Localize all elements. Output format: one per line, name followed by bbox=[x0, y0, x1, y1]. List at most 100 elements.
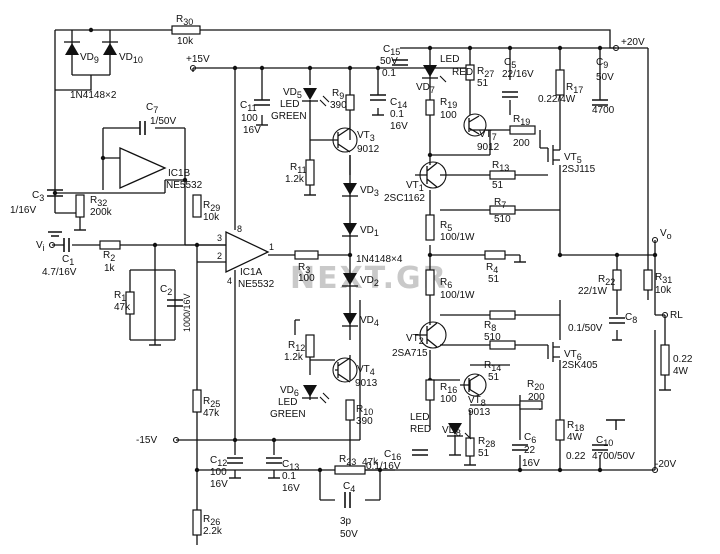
label-r28-val: 51 bbox=[478, 448, 490, 459]
label-c13-val1: 0.1 bbox=[282, 471, 296, 482]
label-vd5: VD5 bbox=[283, 87, 302, 100]
label-c11-val2: 16V bbox=[243, 125, 261, 136]
label-r22: R22 bbox=[598, 274, 615, 287]
label-c16-val: 0.1/16V bbox=[366, 461, 401, 472]
label-vd8: VD8 bbox=[442, 425, 461, 438]
label-c8: C8 bbox=[625, 312, 637, 325]
label-r23-val: 47k bbox=[362, 457, 379, 468]
label-r20-val: 200 bbox=[528, 392, 545, 403]
label-r13-val: 51 bbox=[492, 180, 504, 191]
label-r8-val: 510 bbox=[484, 332, 501, 343]
label-r7-val: 510 bbox=[494, 214, 511, 225]
label-r14-val: 51 bbox=[488, 372, 500, 383]
label-r32: R32 bbox=[90, 195, 107, 208]
label-vt1-part: 2SC1162 bbox=[384, 193, 425, 204]
label-r19a: R19 bbox=[440, 97, 457, 110]
label-r27-val: 51 bbox=[477, 78, 489, 89]
label-r4-val: 51 bbox=[488, 274, 500, 285]
ic1a-name: IC1A bbox=[240, 267, 263, 278]
label-c13: C13 bbox=[282, 459, 299, 472]
label-r26-val: 2.2k bbox=[203, 526, 223, 537]
label-vd8-color: RED bbox=[410, 424, 431, 435]
label-c9: C9 bbox=[596, 57, 608, 70]
label-c4-val1: 3p bbox=[340, 516, 352, 527]
label-c9-val2: 4700 bbox=[592, 105, 615, 116]
label-r30-val: 10k bbox=[177, 36, 194, 47]
label-c12-val2: 16V bbox=[210, 479, 228, 490]
label-plus20: +20V bbox=[621, 37, 645, 48]
label-vd7-type: LED bbox=[440, 54, 459, 65]
label-vt2: VT2 bbox=[406, 333, 424, 346]
label-minus15: -15V bbox=[136, 435, 157, 446]
label-r26: R26 bbox=[203, 514, 220, 527]
label-vd10: VD10 bbox=[119, 52, 143, 65]
label-c1-val: 4.7/16V bbox=[42, 267, 77, 278]
label-vt5: VT5 bbox=[564, 152, 582, 165]
label-vd8-type: LED bbox=[410, 412, 429, 423]
labels: +15V +20V -15V -20V Vi Vo RL IC1B NE5532… bbox=[10, 14, 693, 540]
pin-1: 1 bbox=[269, 242, 274, 252]
label-vt6: VT6 bbox=[564, 349, 582, 362]
label-r5: R5 bbox=[440, 220, 452, 233]
pin-3: 3 bbox=[217, 233, 222, 243]
label-r19a-val: 100 bbox=[440, 110, 457, 121]
label-c6-val2: 16V bbox=[522, 458, 540, 469]
label-c4: C4 bbox=[343, 481, 355, 494]
label-r25-val: 47k bbox=[203, 408, 220, 419]
watermark: NEXT.GR bbox=[290, 261, 448, 296]
label-vd5-color: GREEN bbox=[271, 111, 307, 122]
label-c11: C11 bbox=[240, 100, 257, 113]
label-rload-val1: 0.22 bbox=[673, 354, 693, 365]
label-r9: R9 bbox=[332, 88, 344, 101]
label-c1: C1 bbox=[62, 254, 74, 267]
label-r6-val: 100/1W bbox=[440, 290, 475, 301]
label-r23: R23 bbox=[339, 454, 356, 467]
label-r19b-val: 200 bbox=[513, 138, 530, 149]
label-r12: R12 bbox=[288, 340, 305, 353]
label-r29-val: 10k bbox=[203, 212, 220, 223]
label-r13: R13 bbox=[492, 160, 509, 173]
label-vout: Vo bbox=[660, 228, 672, 241]
label-rl: RL bbox=[670, 310, 683, 321]
label-r18-val: 4W bbox=[567, 432, 583, 443]
label-vt8-part: 9013 bbox=[468, 407, 491, 418]
label-c8-val: 0.1/50V bbox=[568, 323, 603, 334]
label-vt5-part: 2SJ115 bbox=[562, 164, 596, 175]
label-vd3: VD3 bbox=[360, 185, 379, 198]
label-c6: C6 bbox=[524, 432, 536, 445]
label-r9-val: 390 bbox=[330, 100, 347, 111]
pin-8: 8 bbox=[237, 224, 242, 234]
label-c13-val2: 16V bbox=[282, 483, 300, 494]
label-r20: R20 bbox=[527, 379, 544, 392]
label-c10-val: 4700/50V bbox=[592, 451, 635, 462]
ic1b-part: NE5532 bbox=[166, 180, 203, 191]
label-vd5-type: LED bbox=[280, 99, 299, 110]
label-c5: C5 bbox=[504, 57, 516, 70]
label-r27: R27 bbox=[477, 66, 494, 79]
pin-2: 2 bbox=[217, 251, 222, 261]
label-r1: R1 bbox=[114, 290, 126, 303]
label-r32-val: 200k bbox=[90, 207, 113, 218]
label-c9-val1: 50V bbox=[596, 72, 614, 83]
label-vd6-color: GREEN bbox=[270, 409, 306, 420]
label-r16: R16 bbox=[440, 382, 457, 395]
resistor-symbols bbox=[75, 25, 670, 536]
label-r7: R7 bbox=[494, 197, 506, 210]
label-c15-val1: 50V bbox=[380, 56, 398, 67]
label-r3: R3 bbox=[298, 262, 310, 275]
label-c14-val2: 16V bbox=[390, 121, 408, 132]
label-r31-val: 10k bbox=[655, 285, 672, 296]
ic1b-name: IC1B bbox=[168, 168, 191, 179]
label-r11-val: 1.2k bbox=[285, 174, 305, 185]
label-r22-val: 22/1W bbox=[578, 286, 607, 297]
label-r6: R6 bbox=[440, 277, 452, 290]
label-c14: C14 bbox=[390, 97, 407, 110]
label-r18-extra: 0.22 bbox=[566, 451, 586, 462]
terminals bbox=[48, 44, 669, 474]
label-c12: C12 bbox=[210, 455, 227, 468]
label-rload-val2: 4W bbox=[673, 366, 689, 377]
label-r17-val: 0.22/4W bbox=[538, 94, 576, 105]
pin-4: 4 bbox=[227, 276, 232, 286]
label-r11: R11 bbox=[290, 162, 307, 175]
label-c10: C10 bbox=[596, 435, 613, 448]
